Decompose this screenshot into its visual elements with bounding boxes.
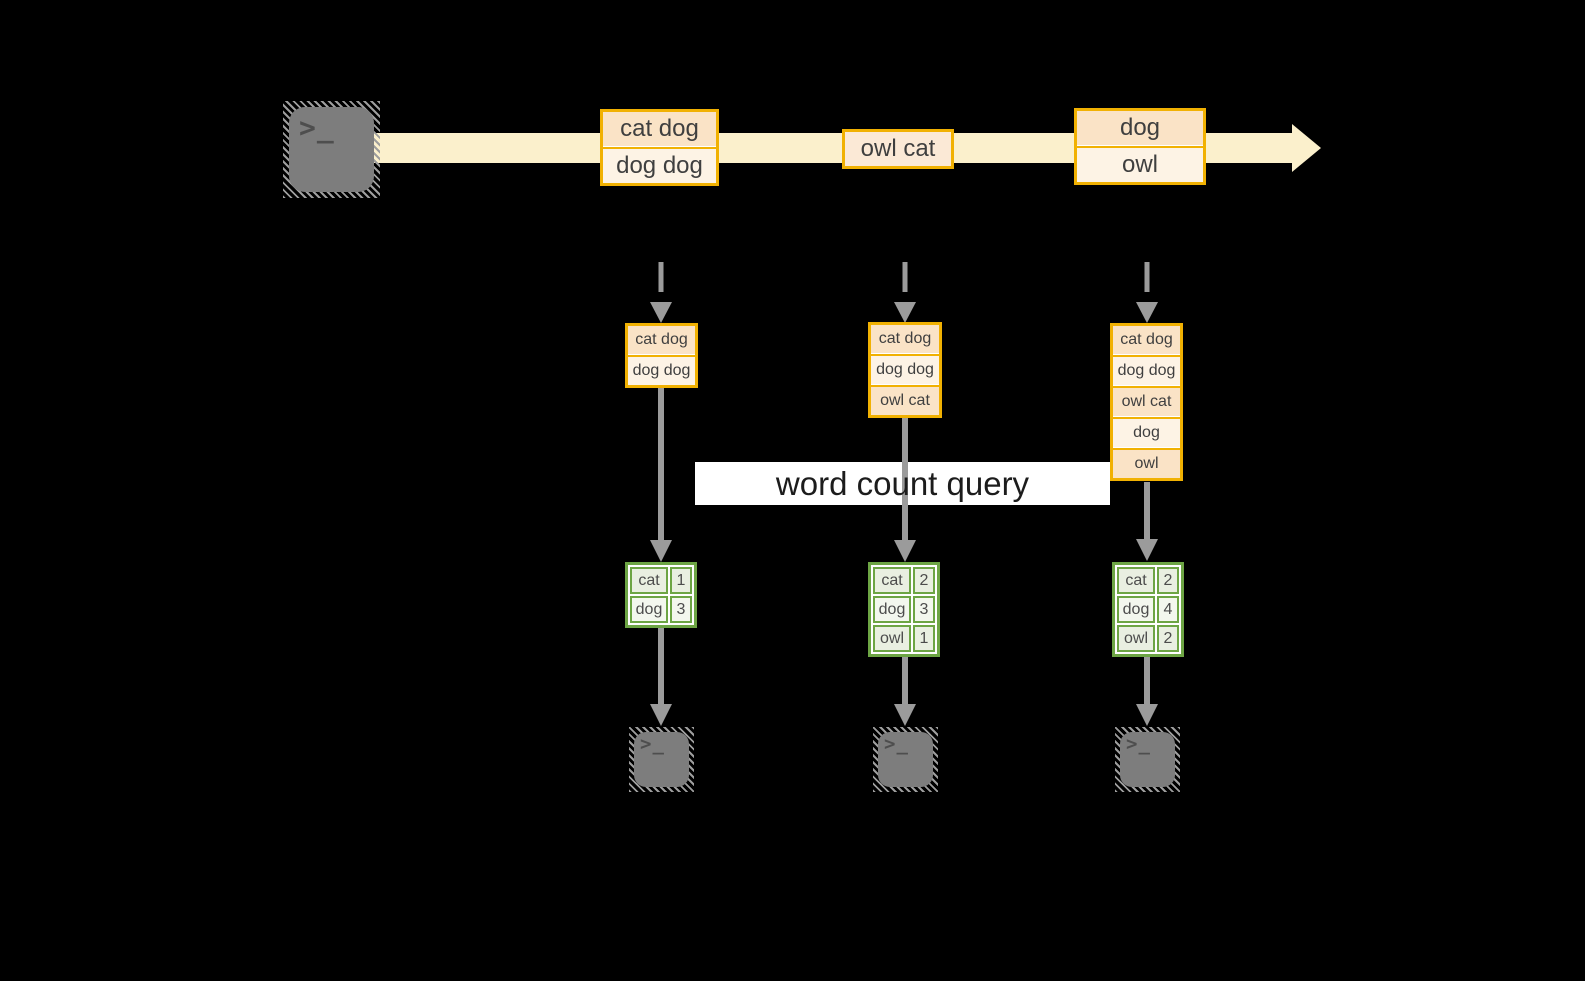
word-cell: owl bbox=[1117, 625, 1155, 652]
terminal-prompt-glyph: >_ bbox=[1126, 733, 1151, 755]
state-buffer-1: cat dog dog dog bbox=[625, 323, 698, 388]
state-cell: cat dog bbox=[1113, 326, 1180, 354]
terminal-prompt-glyph: >_ bbox=[640, 733, 665, 755]
state-cell: owl cat bbox=[871, 385, 939, 415]
word-cell: dog bbox=[630, 596, 668, 623]
terminal-prompt-glyph: >_ bbox=[884, 733, 909, 755]
terminal-prompt-glyph: >_ bbox=[299, 111, 335, 144]
state-cell: owl bbox=[1113, 448, 1180, 478]
terminal-screen bbox=[289, 107, 374, 192]
state-cell: cat dog bbox=[628, 326, 695, 354]
stream-event-cell: owl bbox=[1077, 146, 1203, 182]
state-cell: dog bbox=[1113, 417, 1180, 447]
stream-event-cell: dog bbox=[1077, 111, 1203, 145]
count-cell: 3 bbox=[670, 596, 692, 623]
output-terminal-icon-1: >_ bbox=[629, 727, 694, 792]
word-count-table-3: cat 2 dog 4 owl 2 bbox=[1112, 562, 1184, 657]
stream-arrowhead-icon bbox=[1292, 124, 1321, 172]
word-cell: cat bbox=[1117, 567, 1155, 594]
query-banner bbox=[695, 462, 1110, 505]
terminal-screen bbox=[634, 732, 689, 787]
stream-source-terminal-icon: >_ bbox=[283, 101, 380, 198]
word-cell: cat bbox=[630, 567, 668, 594]
count-cell: 1 bbox=[913, 625, 935, 652]
terminal-screen bbox=[878, 732, 933, 787]
count-cell: 1 bbox=[670, 567, 692, 594]
stream-event-cell: cat dog bbox=[603, 112, 716, 146]
state-cell: dog dog bbox=[1113, 355, 1180, 385]
state-cell: dog dog bbox=[871, 354, 939, 384]
word-cell: cat bbox=[873, 567, 911, 594]
count-cell: 3 bbox=[913, 596, 935, 623]
stream-event-box-2: owl cat bbox=[842, 129, 954, 169]
word-cell: dog bbox=[1117, 596, 1155, 623]
count-cell: 2 bbox=[913, 567, 935, 594]
terminal-screen bbox=[1120, 732, 1175, 787]
word-cell: owl bbox=[873, 625, 911, 652]
state-cell: owl cat bbox=[1113, 386, 1180, 416]
count-cell: 4 bbox=[1157, 596, 1179, 623]
stream-event-cell: dog dog bbox=[603, 147, 716, 183]
ingest-dashed-arrows bbox=[650, 262, 1158, 323]
state-cell: cat dog bbox=[871, 325, 939, 353]
word-count-table-2: cat 2 dog 3 owl 1 bbox=[868, 562, 940, 657]
count-cell: 2 bbox=[1157, 625, 1179, 652]
word-cell: dog bbox=[873, 596, 911, 623]
output-terminal-icon-2: >_ bbox=[873, 727, 938, 792]
output-terminal-icon-3: >_ bbox=[1115, 727, 1180, 792]
count-cell: 2 bbox=[1157, 567, 1179, 594]
stream-event-box-3: dog owl bbox=[1074, 108, 1206, 185]
state-buffer-2: cat dog dog dog owl cat bbox=[868, 322, 942, 418]
state-buffer-3: cat dog dog dog owl cat dog owl bbox=[1110, 323, 1183, 481]
stream-event-cell: owl cat bbox=[845, 132, 951, 166]
state-cell: dog dog bbox=[628, 355, 695, 385]
word-count-table-1: cat 1 dog 3 bbox=[625, 562, 697, 628]
stream-event-box-1: cat dog dog dog bbox=[600, 109, 719, 186]
